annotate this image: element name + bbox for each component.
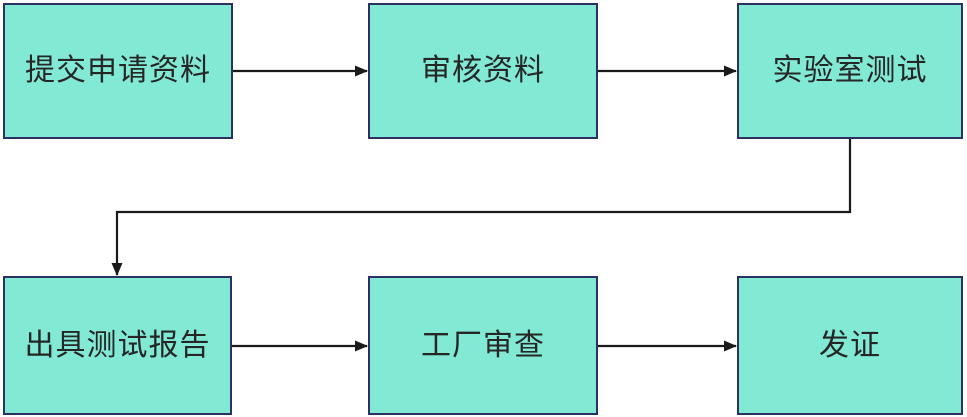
arrow-lab-to-report-elbow xyxy=(111,139,852,276)
flow-node-label: 工厂审查 xyxy=(421,328,545,362)
flow-node-label: 发证 xyxy=(819,328,881,362)
flow-node-issue-certificate: 发证 xyxy=(737,276,963,415)
flow-node-review-materials: 审核资料 xyxy=(368,3,598,139)
flow-node-issue-test-report: 出具测试报告 xyxy=(3,276,232,415)
flow-node-label: 审核资料 xyxy=(421,54,545,87)
flow-node-label: 提交申请资料 xyxy=(25,54,211,87)
flow-node-label: 实验室测试 xyxy=(772,54,928,87)
flow-node-submit-application: 提交申请资料 xyxy=(3,3,233,139)
flow-node-factory-audit: 工厂审查 xyxy=(368,276,598,415)
flow-node-label: 出具测试报告 xyxy=(24,328,211,362)
flow-node-lab-testing: 实验室测试 xyxy=(737,3,963,139)
